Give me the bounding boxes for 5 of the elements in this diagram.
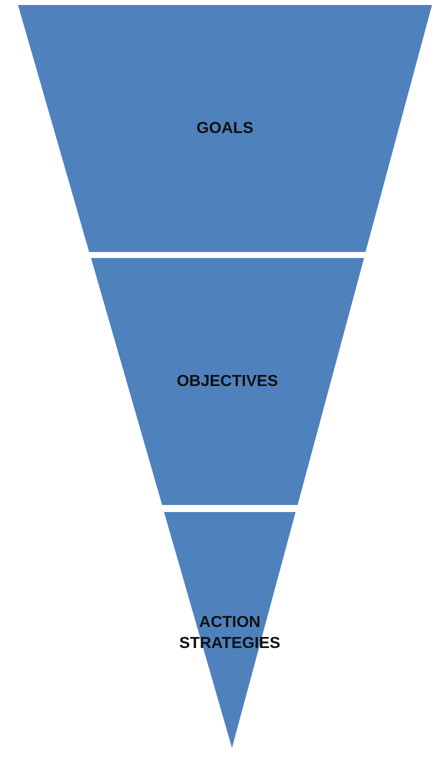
funnel-segment: [90, 258, 364, 505]
segment-label: OBJECTIVES: [176, 372, 280, 392]
funnel-segment: [164, 512, 296, 748]
funnel-segment: [18, 5, 432, 252]
segment-label: GOALS: [196, 119, 254, 139]
